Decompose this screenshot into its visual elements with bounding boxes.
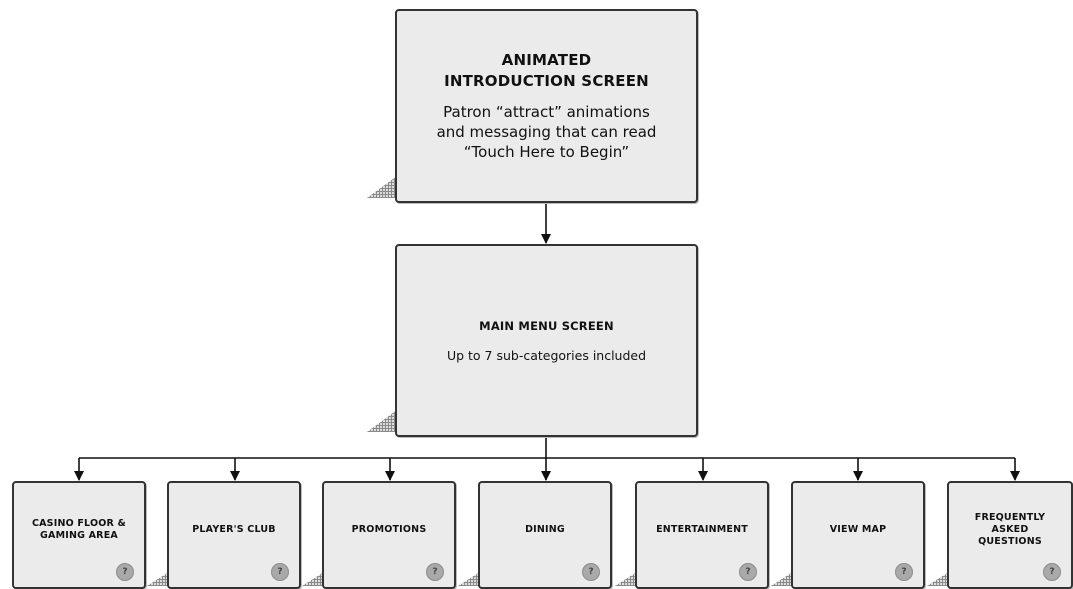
subcategory-label: DINING [525, 524, 565, 535]
subcategory-faq[interactable]: FREQUENTLY ASKED QUESTIONS ? [947, 481, 1073, 589]
subcategory-label: CASINO FLOOR & GAMING AREA [31, 518, 127, 541]
intro-screen-node[interactable]: ANIMATED INTRODUCTION SCREEN Patron “att… [395, 9, 698, 203]
main-menu-node[interactable]: MAIN MENU SCREEN Up to 7 sub-categories … [395, 244, 698, 437]
help-circle-icon[interactable]: ? [582, 563, 600, 581]
intro-screen-description: Patron “attract” animations and messagin… [436, 103, 657, 161]
help-circle-icon[interactable]: ? [1043, 563, 1061, 581]
subcategory-casino-floor[interactable]: CASINO FLOOR & GAMING AREA ? [12, 481, 146, 589]
subcategory-label: FREQUENTLY ASKED QUESTIONS [974, 512, 1046, 547]
subcategory-players-club[interactable]: PLAYER'S CLUB ? [167, 481, 301, 589]
help-circle-icon[interactable]: ? [426, 563, 444, 581]
subcategory-label: PROMOTIONS [351, 524, 427, 535]
main-menu-title: MAIN MENU SCREEN [479, 318, 614, 333]
help-circle-icon[interactable]: ? [895, 563, 913, 581]
subcategory-dining[interactable]: DINING ? [478, 481, 612, 589]
main-menu-description: Up to 7 sub-categories included [446, 347, 647, 363]
subcategory-label: VIEW MAP [829, 524, 887, 535]
subcategory-entertainment[interactable]: ENTERTAINMENT ? [635, 481, 769, 589]
subcategory-promotions[interactable]: PROMOTIONS ? [322, 481, 456, 589]
help-circle-icon[interactable]: ? [116, 563, 134, 581]
subcategory-label: ENTERTAINMENT [656, 524, 748, 535]
help-circle-icon[interactable]: ? [271, 563, 289, 581]
subcategory-view-map[interactable]: VIEW MAP ? [791, 481, 925, 589]
intro-screen-title: ANIMATED INTRODUCTION SCREEN [444, 51, 649, 90]
subcategory-label: PLAYER'S CLUB [192, 524, 276, 535]
help-circle-icon[interactable]: ? [739, 563, 757, 581]
